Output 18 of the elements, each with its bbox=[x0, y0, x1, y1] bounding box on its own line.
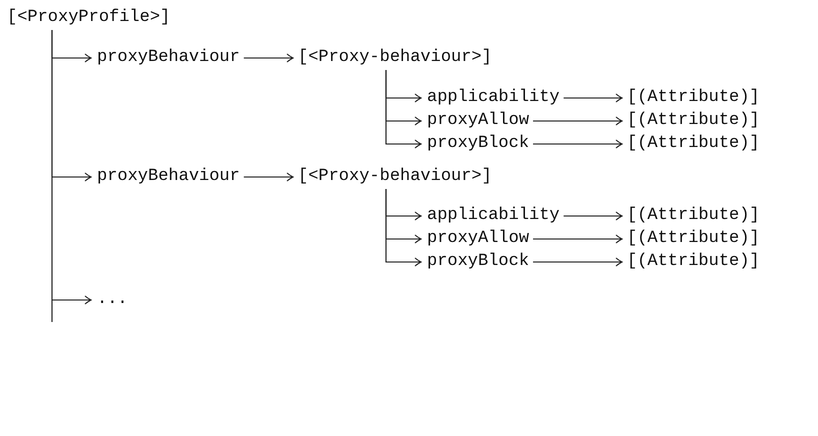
tree-label: proxyAllow bbox=[427, 229, 530, 249]
tree-label: [(Attribute)] bbox=[627, 252, 760, 272]
tree-label: proxyBehaviour bbox=[97, 48, 240, 68]
tree-label: applicability bbox=[427, 88, 560, 108]
tree-label: ... bbox=[97, 290, 128, 310]
tree-label: [(Attribute)] bbox=[627, 111, 760, 131]
tree-label: proxyBlock bbox=[427, 134, 530, 154]
tree-label: applicability bbox=[427, 206, 560, 226]
tree-label: [(Attribute)] bbox=[627, 88, 760, 108]
tree-label: [(Attribute)] bbox=[627, 206, 760, 226]
tree-label: [<Proxy-behaviour>] bbox=[298, 48, 492, 68]
tree-label: [<Proxy-behaviour>] bbox=[298, 167, 492, 187]
tree-label: proxyAllow bbox=[427, 111, 530, 131]
tree-label: proxyBehaviour bbox=[97, 167, 240, 187]
tree-label: [(Attribute)] bbox=[627, 134, 760, 154]
tree-label: proxyBlock bbox=[427, 252, 530, 272]
tree-label: [<ProxyProfile>] bbox=[7, 8, 170, 28]
tree-label: [(Attribute)] bbox=[627, 229, 760, 249]
